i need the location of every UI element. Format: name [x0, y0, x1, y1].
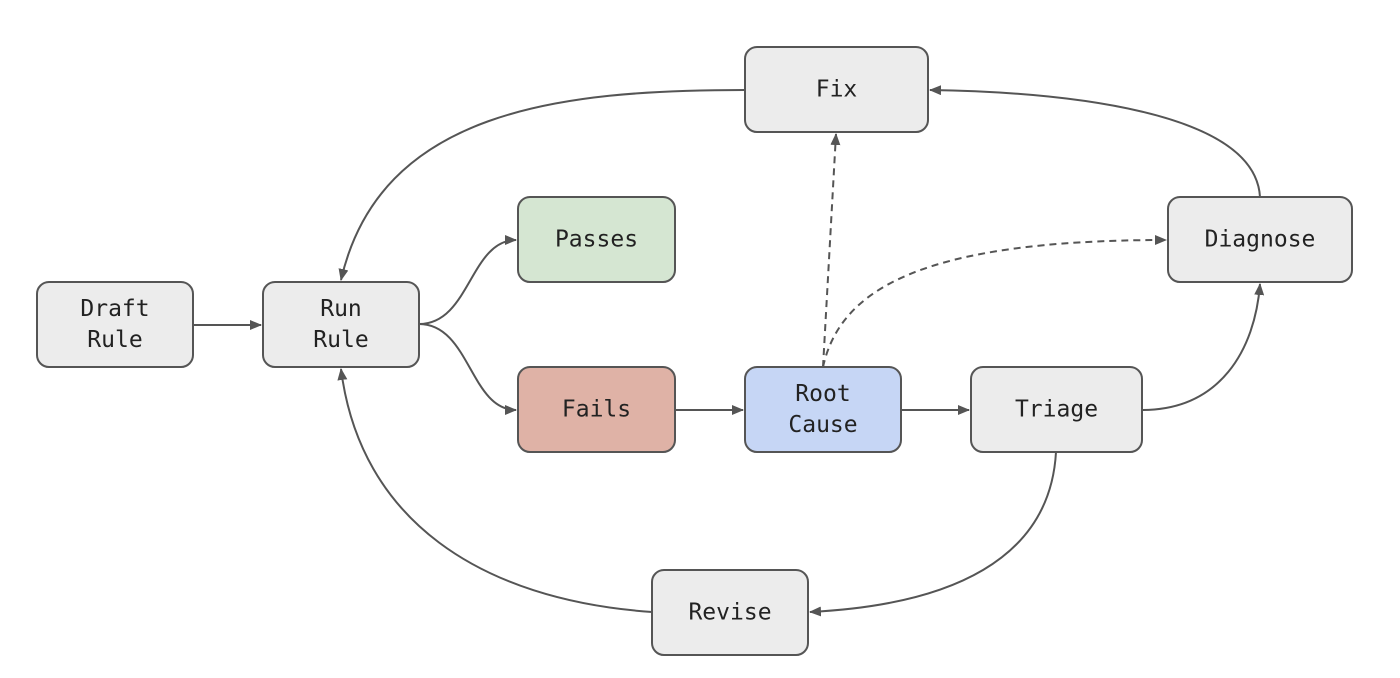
- node-diagnose: Diagnose: [1167, 196, 1353, 283]
- node-label-draft-rule: Rule: [87, 327, 142, 353]
- node-label-diagnose: Diagnose: [1205, 227, 1316, 253]
- node-box-fails: [517, 366, 676, 453]
- node-label-root-cause: Root: [795, 381, 850, 407]
- node-fix: Fix: [744, 46, 929, 133]
- edges-layer: [193, 85, 1265, 617]
- edge-triage-to-revise: [809, 451, 1057, 617]
- node-fails: Fails: [517, 366, 676, 453]
- node-label-run-rule: Rule: [313, 327, 368, 353]
- node-label-passes: Passes: [555, 227, 638, 253]
- node-revise: Revise: [651, 569, 809, 656]
- node-box-draft-rule: [36, 281, 194, 368]
- node-passes: Passes: [517, 196, 676, 283]
- edge-triage-to-diagnose: [1141, 283, 1265, 411]
- edge-root-cause-to-diagnose: [822, 235, 1167, 368]
- nodes-layer: DraftRuleRunRulePassesFailsRootCauseTria…: [36, 46, 1353, 656]
- edge-fix-to-run-rule: [338, 89, 746, 281]
- edge-revise-to-run-rule: [337, 368, 653, 613]
- node-label-draft-rule: Draft: [80, 296, 149, 322]
- edge-root-cause-to-fix: [822, 133, 841, 368]
- node-label-revise: Revise: [688, 600, 771, 626]
- node-label-root-cause: Cause: [788, 412, 857, 438]
- node-label-fix: Fix: [816, 77, 858, 103]
- edge-diagnose-to-fix: [929, 85, 1261, 198]
- node-label-fails: Fails: [562, 397, 631, 423]
- node-box-triage: [970, 366, 1143, 453]
- node-box-diagnose: [1167, 196, 1353, 283]
- node-triage: Triage: [970, 366, 1143, 453]
- node-box-fix: [744, 46, 929, 133]
- edge-run-rule-to-fails: [418, 323, 517, 415]
- node-box-passes: [517, 196, 676, 283]
- edge-run-rule-to-passes: [418, 235, 517, 325]
- node-label-triage: Triage: [1015, 397, 1098, 423]
- node-label-run-rule: Run: [320, 296, 362, 322]
- node-box-run-rule: [262, 281, 420, 368]
- node-box-revise: [651, 569, 809, 656]
- node-box-root-cause: [744, 366, 902, 453]
